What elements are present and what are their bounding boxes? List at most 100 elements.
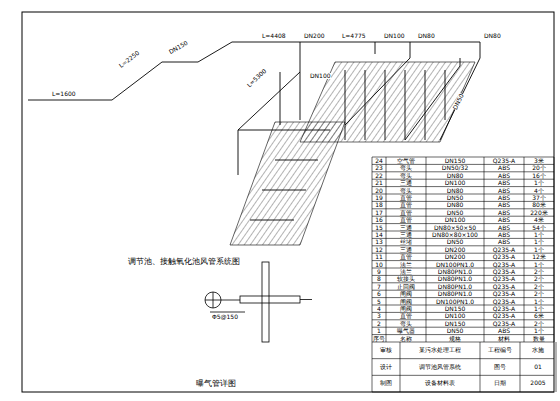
table-cell: DN100 — [426, 312, 484, 319]
pipe-dimension: DN80 — [484, 33, 501, 39]
table-cell: 三通 — [386, 179, 426, 186]
table-rule — [372, 358, 554, 359]
table-cell: 9 — [372, 268, 386, 275]
table-cell: ABS — [484, 238, 524, 245]
table-cell: ABS — [484, 172, 524, 179]
sheet-border — [22, 12, 554, 392]
table-rule — [372, 334, 554, 335]
title-block-cell: 设计 — [372, 359, 400, 376]
table-cell: 三通 — [386, 224, 426, 231]
table-cell: DN100PN1.0 — [426, 298, 484, 305]
table-cell: DN100PN1.0 — [426, 261, 484, 268]
table-cell: DN80×80×100 — [426, 231, 484, 238]
title-block-cell: 审核 — [372, 342, 400, 359]
table-cell: Q235-A — [484, 320, 524, 327]
title-block-cell: 某污水处理工程 — [400, 342, 480, 359]
pipe-dimension: DN150 — [168, 40, 189, 55]
pipe-dimension: L=5300 — [246, 68, 267, 89]
pipe-dimension: Φ5@150 — [212, 314, 238, 320]
table-cell: 2个 — [524, 275, 554, 282]
air-pipe-network — [28, 42, 480, 220]
table-cell: 21 — [372, 179, 386, 186]
title-block-cell: 设备材料表 — [400, 375, 480, 392]
table-cell: 法兰 — [386, 268, 426, 275]
pipe-dimension: L=1600 — [52, 91, 76, 97]
table-cell: 三通 — [386, 231, 426, 238]
table-cell: 直管 — [386, 209, 426, 216]
table-cell: ABS — [484, 231, 524, 238]
title-block-cell: 01 — [520, 359, 556, 376]
table-cell: 4 — [372, 305, 386, 312]
table-cell: DN50 — [426, 327, 484, 334]
table-cell: DN80PN1.0 — [426, 283, 484, 290]
table-cell: ABS — [484, 209, 524, 216]
table-cell: 3 — [372, 312, 386, 319]
table-cell: DN80PN1.0 — [426, 268, 484, 275]
table-cell: 23 — [372, 164, 386, 171]
title-block-cell: 图号 — [480, 359, 520, 376]
table-cell: DN100 — [426, 216, 484, 223]
table-cell: ABS — [484, 216, 524, 223]
table-cell: DN50/32 — [426, 164, 484, 171]
table-cell: 弯头 — [386, 320, 426, 327]
table-cell: Q235-A — [484, 305, 524, 312]
table-cell: 8 — [372, 275, 386, 282]
pipe-dimension: DN80 — [418, 33, 435, 39]
table-rule — [524, 157, 525, 342]
table-cell: Q235-A — [484, 298, 524, 305]
table-cell: 12 — [372, 246, 386, 253]
table-cell: 16 — [372, 216, 386, 223]
table-cell: 20个 — [524, 164, 554, 171]
table-cell: Q235-A — [484, 275, 524, 282]
table-cell: DN200 — [426, 246, 484, 253]
table-cell: 1个 — [524, 179, 554, 186]
title-block-cell: 水施 — [520, 342, 556, 359]
table-cell: 1个 — [524, 327, 554, 334]
table-cell: ABS — [484, 224, 524, 231]
table-rule — [386, 157, 387, 342]
table-cell: 弯头 — [386, 172, 426, 179]
table-cell: 1个 — [524, 298, 554, 305]
table-cell: 丝堵 — [386, 238, 426, 245]
table-cell: DN80PN1.0 — [426, 290, 484, 297]
table-cell: 2个 — [524, 268, 554, 275]
table-cell: 19 — [372, 194, 386, 201]
table-cell: 1个 — [524, 238, 554, 245]
table-header: 材料 — [484, 335, 524, 342]
table-cell: 闸阀 — [386, 290, 426, 297]
title-block-cell: 工程编号 — [480, 342, 520, 359]
table-header: 规格 — [426, 335, 484, 342]
table-cell: 13 — [372, 238, 386, 245]
table-cell: DN150 — [426, 157, 484, 164]
table-cell: 法兰 — [386, 261, 426, 268]
table-cell: 直管 — [386, 253, 426, 260]
table-cell: 2个 — [524, 283, 554, 290]
table-cell: Q235-A — [484, 246, 524, 253]
table-cell: DN200 — [426, 253, 484, 260]
table-cell: Q235-A — [484, 268, 524, 275]
pipe-dimension: L=2250 — [118, 50, 140, 69]
table-cell: 22 — [372, 172, 386, 179]
table-cell: ABS — [484, 179, 524, 186]
table-rule — [372, 342, 554, 343]
table-cell: 20 — [372, 187, 386, 194]
table-cell: DN50 — [426, 194, 484, 201]
title-block-cell: 制图 — [372, 375, 400, 392]
table-cell: 1个 — [524, 261, 554, 268]
table-cell: 2个 — [524, 320, 554, 327]
table-rule — [372, 392, 554, 393]
table-cell: 10 — [372, 261, 386, 268]
table-cell: ABS — [484, 327, 524, 334]
table-header: 序号 — [372, 335, 386, 342]
table-rule — [480, 342, 481, 392]
table-cell: Q235-A — [484, 157, 524, 164]
table-cell: 闸阀 — [386, 298, 426, 305]
table-rule — [372, 375, 554, 376]
table-cell: DN150 — [426, 305, 484, 312]
table-cell: ABS — [484, 164, 524, 171]
table-cell: DN80PN1.0 — [426, 275, 484, 282]
table-rule — [556, 342, 557, 392]
table-rule — [426, 157, 427, 342]
table-cell: 6 — [372, 290, 386, 297]
